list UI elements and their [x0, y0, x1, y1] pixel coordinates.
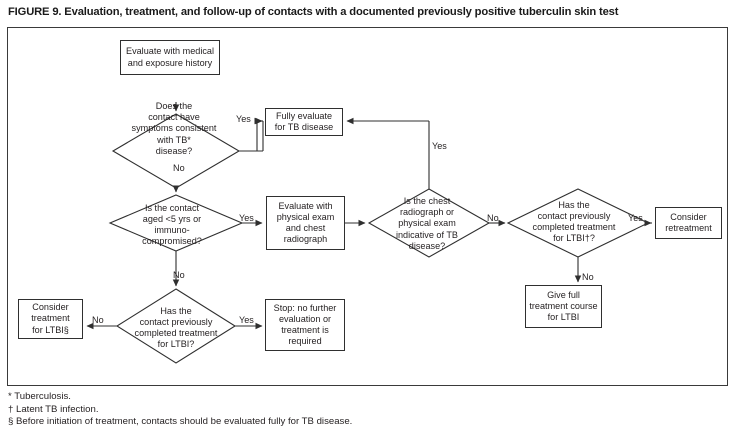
- node-decision-age-immuno: Is the contact aged <5 yrs or immuno- co…: [113, 200, 231, 250]
- edge-label-radiograph-no: No: [487, 213, 499, 223]
- node-text: Consider retreatment: [665, 211, 712, 233]
- edge-label-ltbi-bottom-yes: Yes: [239, 315, 254, 325]
- node-evaluate-medical-history: Evaluate with medical and exposure histo…: [120, 40, 220, 75]
- diamond-radiograph: [367, 188, 491, 258]
- node-text: Does the contact have symptoms consisten…: [131, 100, 217, 156]
- node-text: Stop: no further evaluation or treatment…: [273, 302, 337, 347]
- node-text: Evaluate with physical exam and chest ra…: [276, 200, 335, 245]
- node-text: Give full treatment course for LTBI: [529, 289, 598, 323]
- node-decision-prev-ltbi-top: Has the contact previously completed tre…: [513, 196, 635, 248]
- edge-label-symptoms-no: No: [173, 163, 185, 173]
- node-text: Is the contact aged <5 yrs or immuno- co…: [142, 202, 202, 247]
- figure-title: FIGURE 9. Evaluation, treatment, and fol…: [8, 6, 619, 18]
- node-stop-no-further: Stop: no further evaluation or treatment…: [265, 299, 345, 351]
- edge-label-symptoms-yes: Yes: [236, 114, 251, 124]
- diamond-ltbi-bottom: [115, 288, 237, 364]
- footnote-2: † Latent TB infection.: [8, 403, 99, 415]
- node-text: Has the contact previously completed tre…: [532, 199, 616, 244]
- figure-frame: [7, 27, 728, 386]
- node-fully-evaluate-tb: Fully evaluate for TB disease: [265, 108, 343, 136]
- node-text: Evaluate with medical and exposure histo…: [126, 46, 214, 68]
- node-text: Is the chest radiograph or physical exam…: [395, 195, 458, 251]
- edge-label-age-yes: Yes: [239, 213, 254, 223]
- node-decision-radiograph: Is the chest radiograph or physical exam…: [377, 193, 477, 255]
- flowchart-connectors: [86, 102, 652, 364]
- edge-label-radiograph-yes: Yes: [432, 141, 447, 151]
- edge-label-ltbi-top-yes: Yes: [628, 213, 643, 223]
- node-decision-prev-ltbi-bottom: Has the contact previously completed tre…: [115, 303, 237, 353]
- node-give-full-treatment: Give full treatment course for LTBI: [525, 285, 602, 328]
- footnote-3: § Before initiation of treatment, contac…: [8, 416, 353, 428]
- node-decision-symptoms: Does the contact have symptoms consisten…: [110, 99, 238, 159]
- edge-label-ltbi-bottom-no: No: [92, 315, 104, 325]
- footnote-1: * Tuberculosis.: [8, 391, 71, 402]
- edge-label-age-no: No: [173, 270, 185, 280]
- node-text: Fully evaluate for TB disease: [274, 110, 334, 132]
- node-text: Has the contact previously completed tre…: [134, 305, 218, 350]
- footnotes: * Tuberculosis. † Latent TB infection. §…: [8, 391, 708, 429]
- node-consider-treatment-ltbi: Consider treatment for LTBI§: [18, 299, 83, 339]
- node-text: Consider treatment for LTBI§: [31, 302, 70, 335]
- edge-label-ltbi-top-no: No: [582, 272, 594, 282]
- node-evaluate-physical-exam: Evaluate with physical exam and chest ra…: [266, 196, 345, 250]
- node-consider-retreatment: Consider retreatment: [655, 207, 722, 239]
